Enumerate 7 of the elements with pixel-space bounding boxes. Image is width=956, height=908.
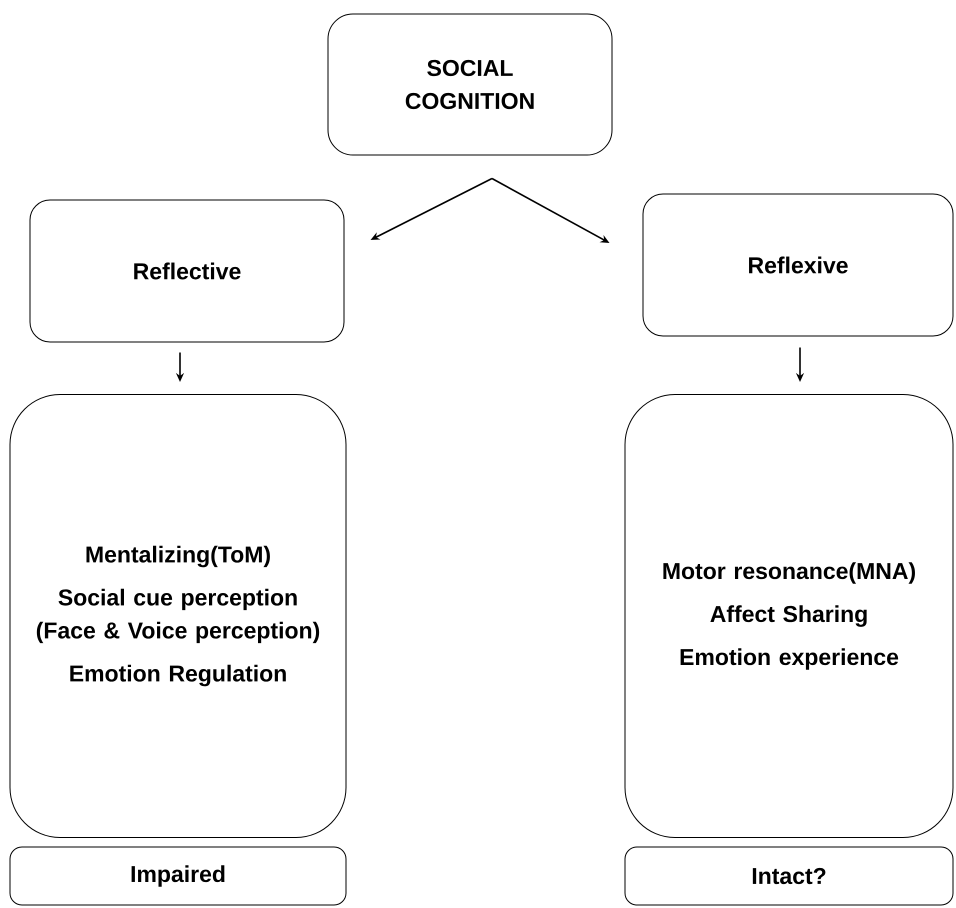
result-box: Intact? bbox=[624, 846, 954, 906]
heading-box: SOCIAL COGNITION bbox=[328, 14, 612, 156]
category-box: Reflective bbox=[30, 200, 344, 342]
list-box: Mentalizing(ToM) Social cue perception (Face & Voice perception) Emotion Regulation bbox=[10, 394, 346, 838]
category-box: Reflexive bbox=[642, 194, 954, 336]
result-box: Impaired bbox=[10, 846, 346, 906]
list-box: Motor resonance(MNA) Affect Sharing Emotion experience bbox=[624, 394, 954, 838]
